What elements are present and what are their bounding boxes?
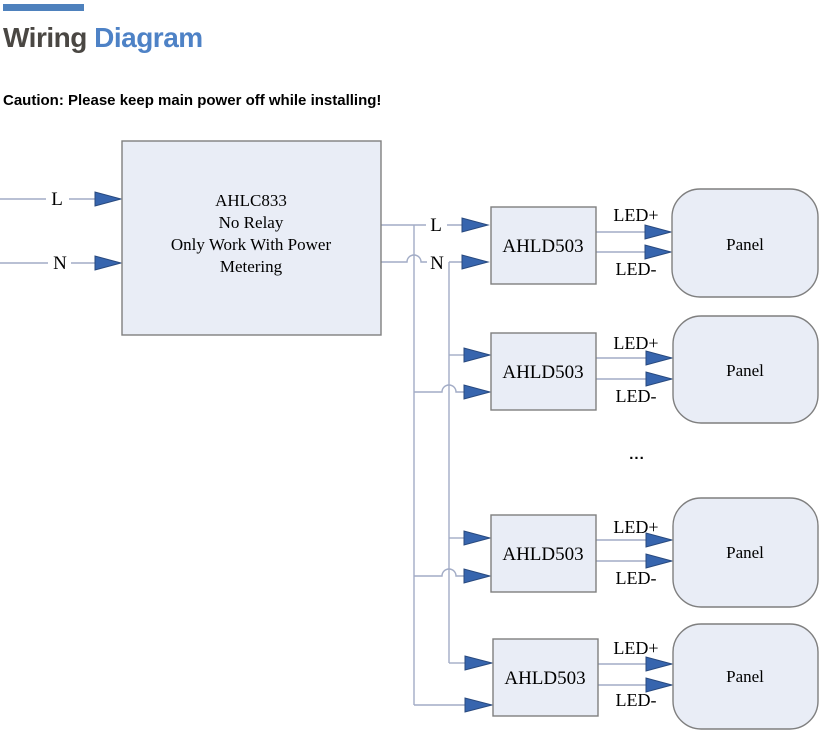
accent-bar	[3, 4, 84, 11]
panel-shape-1	[671, 188, 819, 298]
arrow-icon-panel2-plus	[645, 350, 674, 366]
panel-label-2: Panel	[726, 361, 764, 380]
panel-shape-2	[672, 315, 819, 424]
wire-led-row4	[598, 663, 647, 686]
led-plus-label-3: LED+	[613, 517, 658, 537]
main-box-line-4: Metering	[220, 257, 283, 276]
panel-shape-4	[672, 623, 819, 730]
arrow-icon-row1-n	[461, 254, 490, 270]
led-minus-label-3: LED-	[616, 568, 657, 588]
wire-led-row3	[596, 539, 647, 562]
main-box-line-3: Only Work With Power	[171, 235, 332, 254]
driver-box-1-label: AHLD503	[502, 236, 583, 257]
panel-label-3: Panel	[726, 543, 764, 562]
arrow-icon-row2-bottom	[463, 384, 492, 400]
main-box-line-2: No Relay	[219, 213, 284, 232]
page-title-word-diagram: Diagram	[86, 22, 203, 53]
driver-box-1	[490, 206, 597, 285]
driver-box-4	[492, 638, 599, 717]
arrow-icon-row3-bottom	[463, 568, 492, 584]
main-box-line-1: AHLC833	[215, 191, 287, 210]
mains-n-label: N	[53, 253, 67, 274]
led-minus-label-4: LED-	[616, 690, 657, 710]
arrow-icon-row4-top	[464, 655, 494, 671]
led-plus-label-1: LED+	[613, 205, 658, 225]
driver-box-2	[490, 332, 597, 411]
panel-label-4: Panel	[726, 667, 764, 686]
wire-led-row1	[596, 231, 646, 253]
led-minus-label-2: LED-	[616, 386, 657, 406]
arrow-icon-panel1-minus	[644, 244, 673, 260]
arrow-icon-panel4-minus	[645, 677, 674, 693]
wire-branch-row2-bottom-with-jump	[414, 384, 464, 393]
arrow-icon-panel1-plus	[644, 224, 673, 240]
driver-box-4-label: AHLD503	[504, 668, 585, 689]
mains-l-label: L	[51, 189, 63, 210]
more-rows-ellipsis: ...	[629, 446, 645, 463]
arrow-icon-row3-top	[463, 530, 492, 546]
arrow-icon-row4-bottom	[464, 697, 494, 713]
panel-label-1: Panel	[726, 235, 764, 254]
driver-box-3	[490, 514, 597, 593]
arrow-icon-panel3-plus	[645, 532, 674, 548]
wire-out-n-with-jump	[381, 254, 462, 263]
arrow-icon-panel4-plus	[645, 656, 674, 672]
wire-branch-row3-bottom-with-jump	[414, 568, 464, 577]
main-controller-box	[121, 140, 382, 336]
bus-l-label: L	[430, 215, 442, 236]
wire-led-row2	[596, 357, 647, 380]
page-title-word-wiring: Wiring	[3, 22, 87, 53]
arrow-icon-panel2-minus	[645, 371, 674, 387]
arrow-icon-mains-n	[94, 255, 123, 271]
panel-shape-3	[672, 497, 819, 608]
led-minus-label-1: LED-	[616, 259, 657, 279]
led-plus-label-4: LED+	[613, 638, 658, 658]
caution-text: Caution: Please keep main power off whil…	[3, 92, 382, 109]
arrow-icon-row2-top	[463, 347, 492, 363]
driver-box-3-label: AHLD503	[502, 544, 583, 565]
page-title: Wiring Diagram	[3, 22, 203, 54]
arrow-icon-row1-l	[461, 217, 490, 233]
arrow-icon-mains-l	[94, 191, 123, 207]
arrow-icon-panel3-minus	[645, 553, 674, 569]
driver-box-2-label: AHLD503	[502, 362, 583, 383]
bus-n-label: N	[430, 253, 444, 274]
led-plus-label-2: LED+	[613, 333, 658, 353]
